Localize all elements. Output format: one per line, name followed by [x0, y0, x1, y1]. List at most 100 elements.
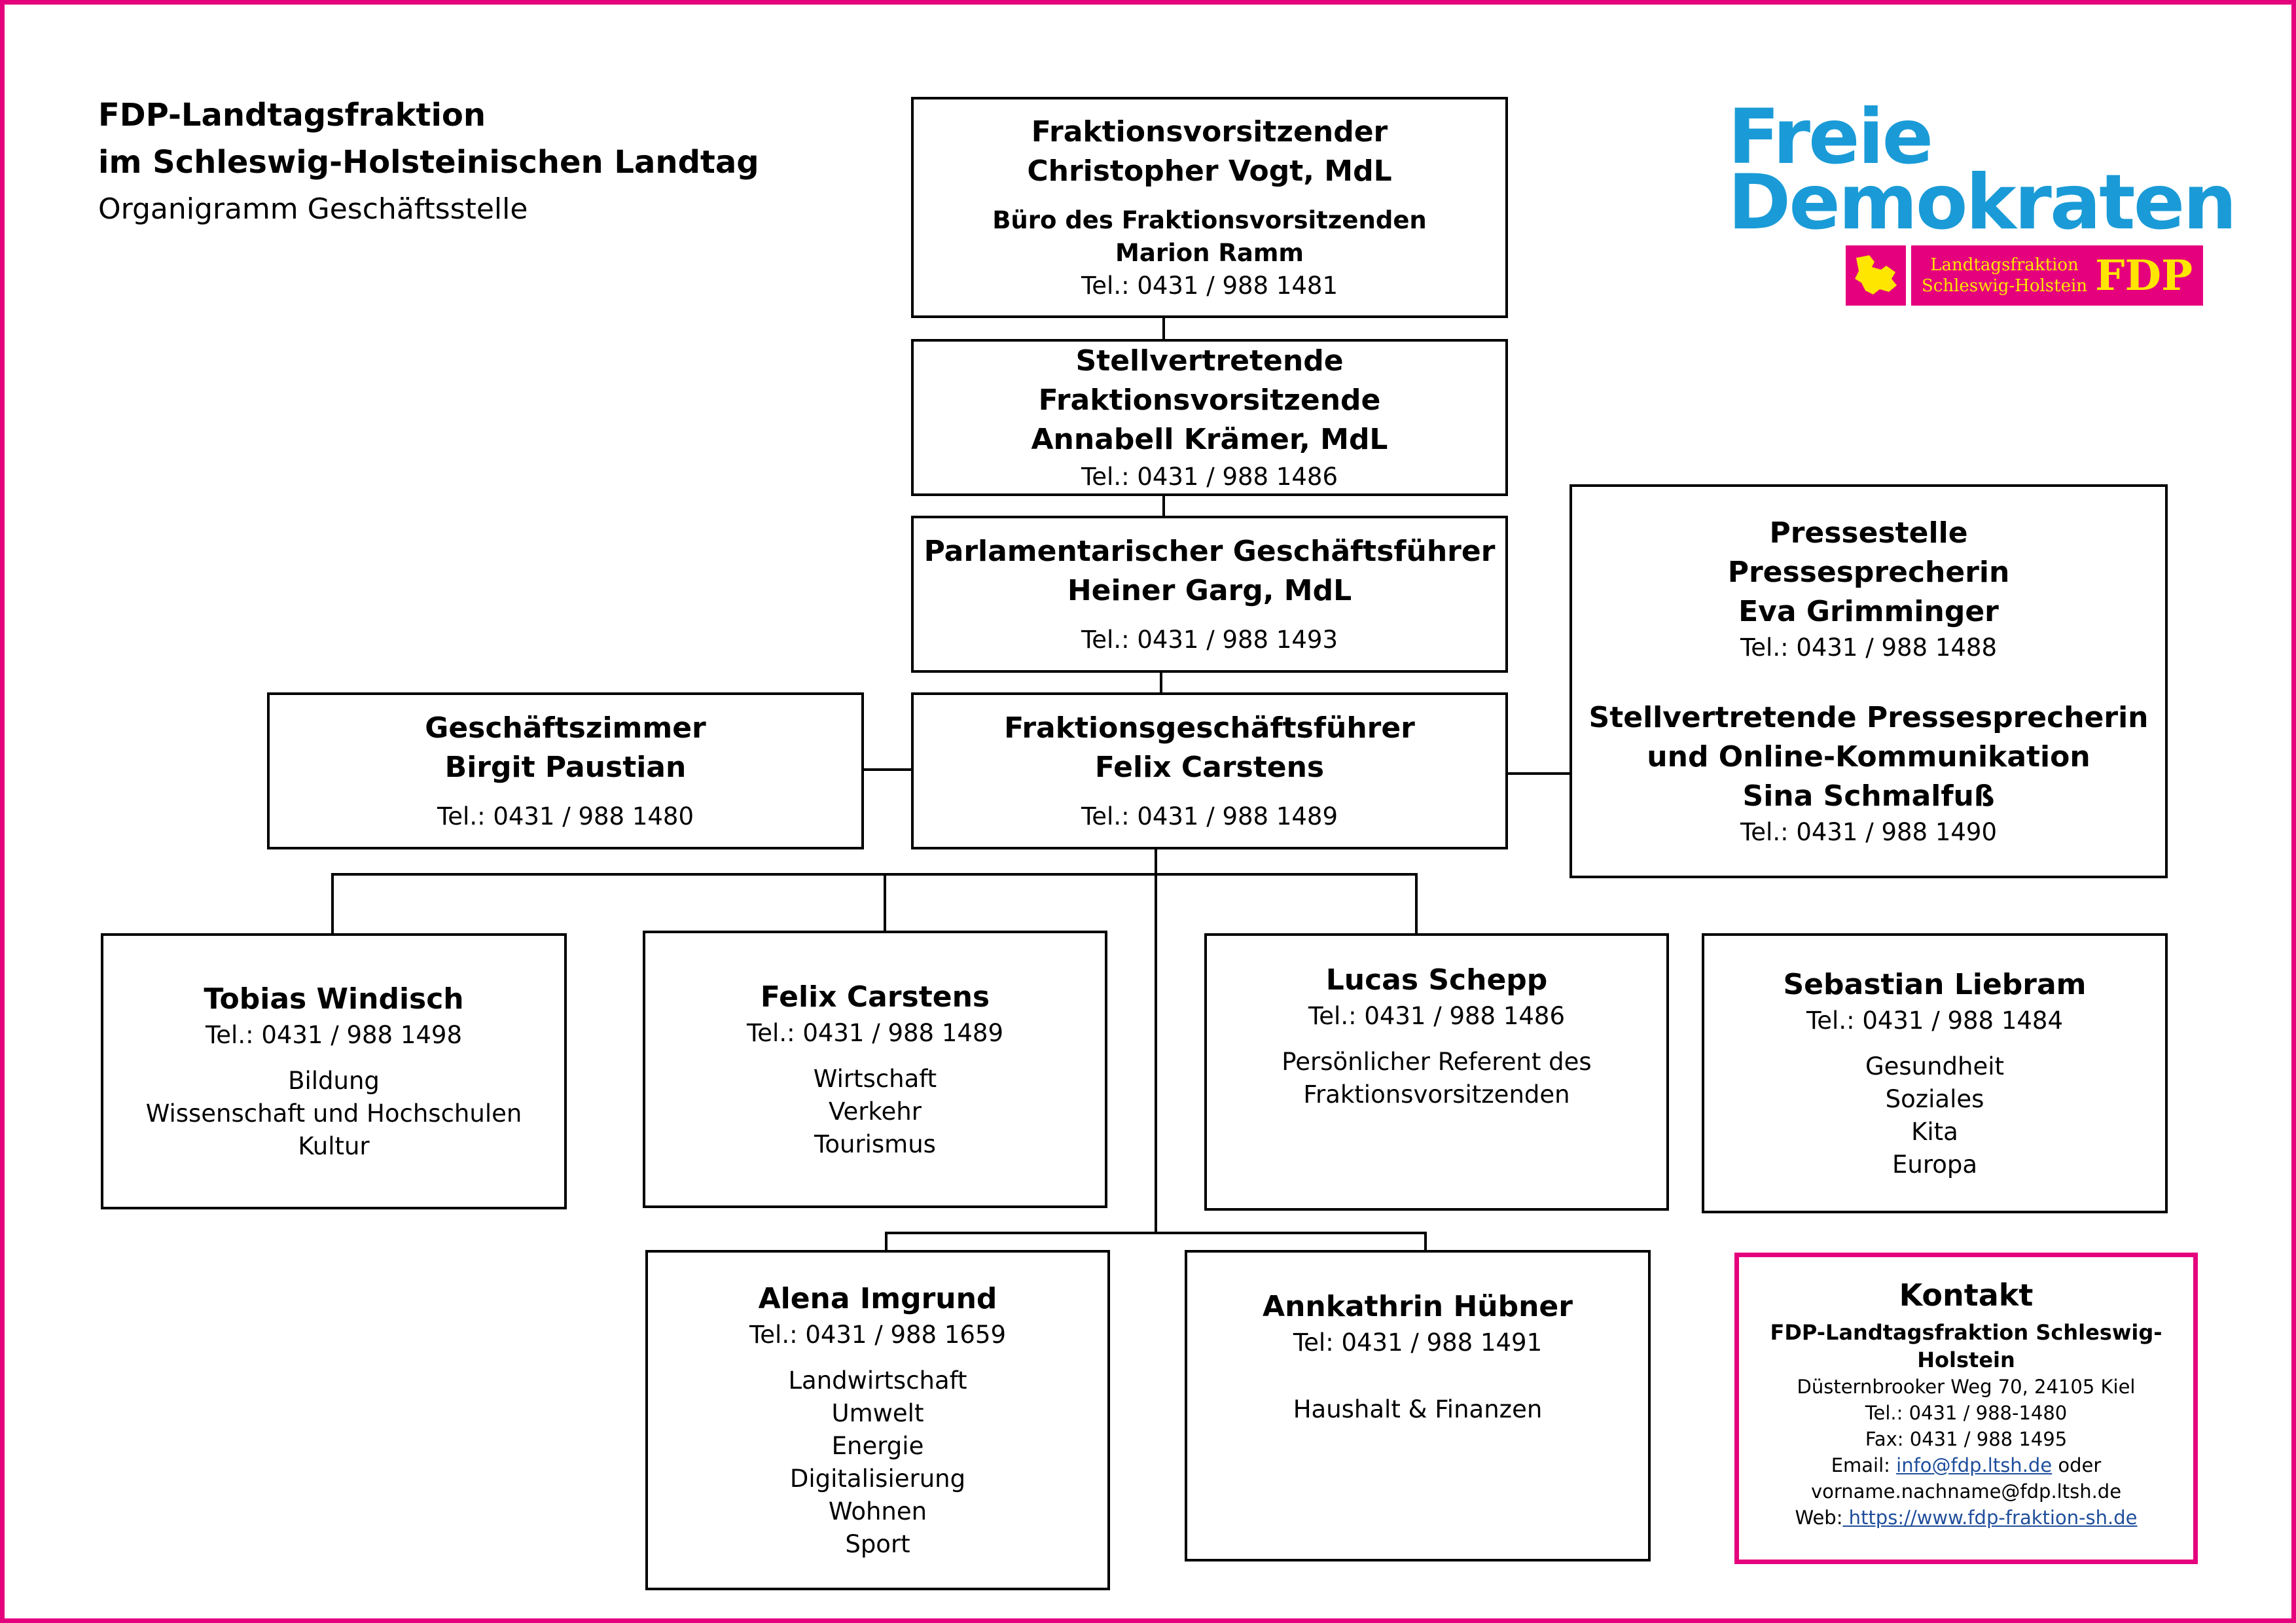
header-title-line1: FDP-Landtagsfraktion	[98, 97, 486, 134]
connector-office-fgf	[863, 768, 912, 771]
fgf-role: Fraktionsgeschäftsführer	[1004, 711, 1415, 745]
contact-title: Kontakt	[1899, 1277, 2034, 1313]
schleswig-holstein-map-icon	[1846, 245, 1906, 306]
schepp-topic: Persönlicher Referent des	[1282, 1048, 1592, 1076]
imgrund-topic: Sport	[845, 1530, 910, 1558]
windisch-topic: Wissenschaft und Hochschulen	[145, 1099, 522, 1128]
deputy-name: Annabell Krämer, MdL	[1031, 423, 1388, 456]
imgrund-name: Alena Imgrund	[758, 1282, 997, 1315]
chair-office-name: Marion Ramm	[1115, 239, 1304, 267]
connector-row2-bus	[885, 1232, 1427, 1234]
contact-address: Düsternbrooker Weg 70, 24105 Kiel	[1797, 1376, 2136, 1398]
connector-row1-bus	[331, 873, 1418, 876]
contact-web-line: Web: https://www.fdp-fraktion-sh.de	[1739, 1505, 2193, 1531]
press-line3: Eva Grimminger	[1738, 595, 1999, 628]
carstens-tel: Tel.: 0431 / 988 1489	[746, 1019, 1004, 1047]
contact-email-prefix: Email:	[1831, 1454, 1897, 1476]
chair-name: Christopher Vogt, MdL	[1027, 154, 1392, 188]
schepp-topic: Fraktionsvorsitzenden	[1303, 1080, 1570, 1109]
box-chair: Fraktionsvorsitzender Christopher Vogt, …	[911, 97, 1508, 318]
imgrund-topic: Landwirtschaft	[788, 1366, 967, 1395]
imgrund-topic: Umwelt	[831, 1399, 924, 1427]
liebram-tel: Tel.: 0431 / 988 1484	[1806, 1007, 2064, 1035]
header: FDP-Landtagsfraktion im Schleswig-Holste…	[98, 92, 759, 233]
contact-org: FDP-Landtagsfraktion Schleswig-Holstein	[1770, 1320, 2162, 1372]
box-carstens: Felix Carstens Tel.: 0431 / 988 1489 Wir…	[643, 931, 1107, 1208]
logo-fdp: FDP	[2095, 251, 2193, 300]
schepp-name: Lucas Schepp	[1325, 963, 1548, 997]
box-press: Pressestelle Pressesprecherin Eva Grimmi…	[1570, 484, 2168, 878]
box-schepp: Lucas Schepp Tel.: 0431 / 988 1486 Persö…	[1204, 933, 1669, 1211]
imgrund-topic: Energie	[831, 1432, 924, 1460]
connector-chair-deputy	[1162, 317, 1165, 339]
office-role: Geschäftszimmer	[425, 711, 706, 745]
fgf-tel: Tel.: 0431 / 988 1489	[1081, 802, 1338, 830]
connector-drop-schepp	[1415, 873, 1418, 935]
contact-email-line: Email: info@fdp.ltsh.de oder	[1739, 1452, 2193, 1478]
windisch-name: Tobias Windisch	[204, 982, 464, 1016]
box-huebner: Annkathrin Hübner Tel: 0431 / 988 1491 H…	[1185, 1250, 1651, 1561]
chair-office: Büro des Fraktionsvorsitzenden	[992, 206, 1427, 234]
press-line5: und Online-Kommunikation	[1647, 740, 2090, 774]
press-line1: Pressestelle	[1769, 516, 1968, 550]
press-line4: Stellvertretende Pressesprecherin	[1588, 701, 2149, 734]
logo-label-box: Landtagsfraktion Schleswig-Holstein FDP	[1911, 245, 2204, 306]
windisch-topic: Kultur	[298, 1132, 370, 1160]
fgf-name: Felix Carstens	[1094, 751, 1325, 784]
connector-drop-windisch	[331, 873, 334, 935]
contact-email-alt: vorname.nachname@fdp.ltsh.de	[1810, 1480, 2122, 1503]
contact-web-prefix: Web:	[1795, 1507, 1843, 1529]
carstens-topic: Verkehr	[829, 1097, 922, 1126]
box-liebram: Sebastian Liebram Tel.: 0431 / 988 1484 …	[1702, 933, 2168, 1213]
liebram-topic: Europa	[1892, 1150, 1978, 1179]
box-office: Geschäftszimmer Birgit Paustian Tel.: 04…	[267, 692, 864, 849]
contact-tel: Tel.: 0431 / 988-1480	[1865, 1402, 2068, 1424]
connector-drop-imgrund	[885, 1232, 888, 1251]
header-subtitle: Organigramm Geschäftsstelle	[98, 192, 528, 226]
connector-drop-carstens	[884, 873, 886, 932]
press-line2: Pressesprecherin	[1727, 556, 2010, 589]
chair-role: Fraktionsvorsitzender	[1031, 115, 1388, 149]
logo-word-demokraten: Demokraten	[1728, 158, 2237, 247]
connector-trunk	[1155, 848, 1157, 1232]
press-line6: Sina Schmalfuß	[1742, 779, 1995, 813]
contact-web-link[interactable]: https://www.fdp-fraktion-sh.de	[1842, 1507, 2138, 1529]
deputy-role: Stellvertretende Fraktionsvorsitzende	[1038, 344, 1381, 417]
liebram-topic: Gesundheit	[1865, 1052, 2005, 1080]
carstens-name: Felix Carstens	[760, 980, 990, 1014]
connector-pgf-fgf	[1160, 671, 1162, 694]
huebner-tel: Tel: 0431 / 988 1491	[1293, 1329, 1543, 1357]
contact-email-link[interactable]: info@fdp.ltsh.de	[1896, 1454, 2053, 1476]
logo-word-freie: Freie	[1728, 93, 1933, 181]
office-tel: Tel.: 0431 / 988 1480	[437, 802, 694, 830]
box-deputy: Stellvertretende Fraktionsvorsitzende An…	[911, 339, 1508, 496]
deputy-tel: Tel.: 0431 / 988 1486	[1081, 463, 1338, 491]
logo-bar: Landtagsfraktion Schleswig-Holstein FDP	[1846, 245, 2204, 306]
imgrund-tel: Tel.: 0431 / 988 1659	[749, 1321, 1007, 1349]
press-tel1: Tel.: 0431 / 988 1488	[1740, 633, 1998, 662]
pgf-name: Heiner Garg, MdL	[1067, 574, 1352, 607]
header-title-line2: im Schleswig-Holsteinischen Landtag	[98, 144, 759, 181]
connector-drop-huebner	[1424, 1232, 1427, 1251]
huebner-topic: Haushalt & Finanzen	[1293, 1395, 1543, 1423]
box-pgf: Parlamentarischer Geschäftsführer Heiner…	[911, 516, 1508, 673]
windisch-tel: Tel.: 0431 / 988 1498	[205, 1021, 463, 1049]
schepp-tel: Tel.: 0431 / 988 1486	[1308, 1002, 1566, 1030]
imgrund-topic: Digitalisierung	[789, 1465, 966, 1493]
office-name: Birgit Paustian	[444, 751, 687, 784]
contact-email-suffix: oder	[2052, 1454, 2102, 1476]
connector-fgf-press	[1507, 772, 1572, 775]
imgrund-topic: Wohnen	[828, 1497, 927, 1525]
carstens-topic: Wirtschaft	[813, 1065, 937, 1093]
box-windisch: Tobias Windisch Tel.: 0431 / 988 1498 Bi…	[101, 933, 567, 1209]
chair-tel: Tel.: 0431 / 988 1481	[1081, 272, 1338, 300]
contact-box: Kontakt FDP-Landtagsfraktion Schleswig-H…	[1734, 1253, 2198, 1564]
carstens-topic: Tourismus	[814, 1130, 936, 1158]
liebram-name: Sebastian Liebram	[1783, 968, 2087, 1001]
pgf-tel: Tel.: 0431 / 988 1493	[1081, 626, 1338, 654]
box-imgrund: Alena Imgrund Tel.: 0431 / 988 1659 Land…	[645, 1250, 1110, 1590]
fdp-logo: Freie Demokraten Landtagsfraktion Schles…	[1728, 93, 2237, 314]
press-tel2: Tel.: 0431 / 988 1490	[1740, 818, 1998, 846]
huebner-name: Annkathrin Hübner	[1263, 1290, 1573, 1323]
